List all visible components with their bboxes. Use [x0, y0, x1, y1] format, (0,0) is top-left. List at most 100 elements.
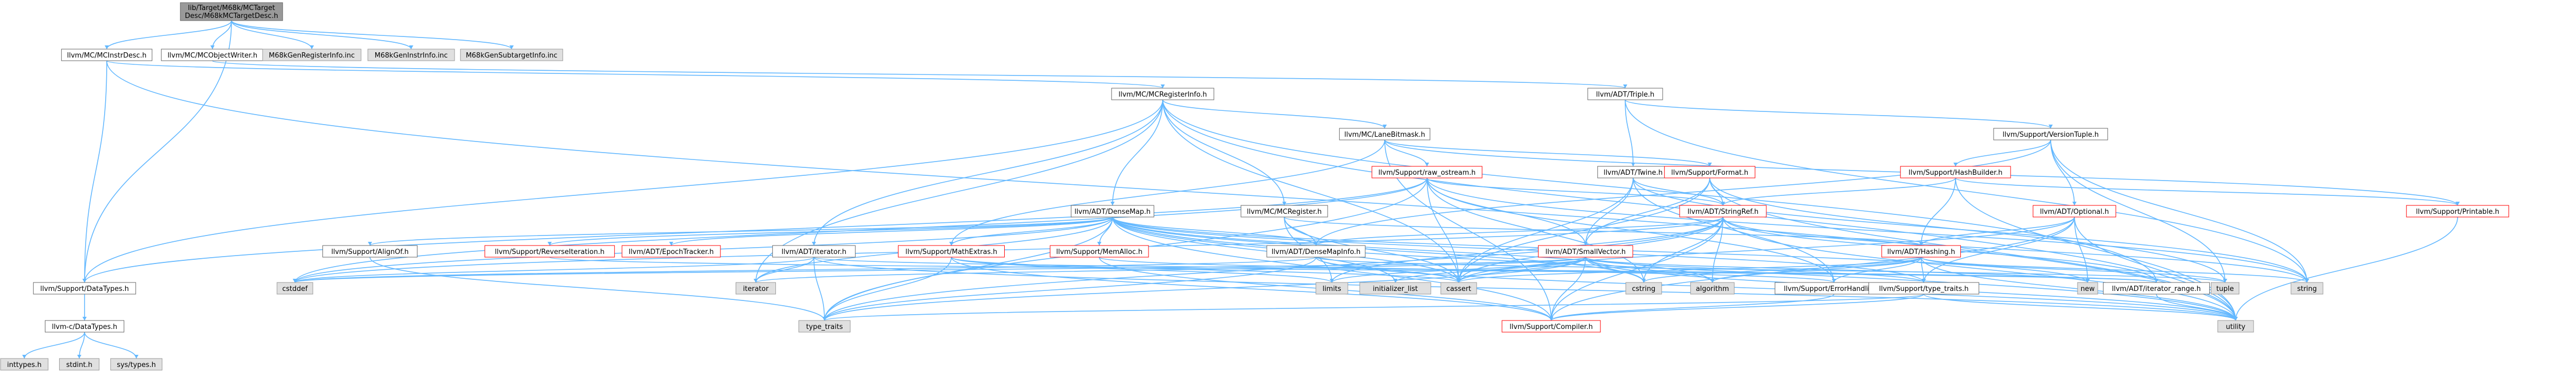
node-label: llvm/MC/MCInstrDesc.h: [67, 52, 147, 60]
node-label: llvm/Support/MathExtras.h: [905, 248, 997, 256]
edge-mcobjectwriter-to-adttriple: [212, 60, 1626, 89]
edge-hashing-to-string: [1921, 257, 2308, 283]
node-memalloc[interactable]: llvm/Support/MemAlloc.h: [1050, 245, 1149, 258]
edge-typetraits-to-compiler: [1551, 294, 1924, 321]
node-rawostream[interactable]: llvm/Support/raw_ostream.h: [1372, 166, 1482, 178]
node-mathextras[interactable]: llvm/Support/MathExtras.h: [898, 245, 1005, 258]
edge-lanebitmask-to-mathextras: [951, 139, 1385, 246]
edge-rawostream-to-datatypes: [84, 177, 1428, 283]
node-type_traits: type_traits: [798, 320, 851, 333]
edge-arrowhead: [409, 45, 413, 49]
node-densemap[interactable]: llvm/ADT/DenseMap.h: [1071, 205, 1154, 218]
node-adttriple[interactable]: llvm/ADT/Triple.h: [1587, 88, 1663, 100]
edge-adttwine-to-stringref: [1633, 177, 1723, 206]
edge-rawostream-to-stringref: [1426, 177, 1723, 206]
node-adtiterator[interactable]: llvm/ADT/iterator.h: [772, 245, 856, 258]
edge-versiontuple-to-string: [2050, 139, 2308, 283]
edge-arrowhead: [1583, 242, 1588, 246]
node-box: [180, 2, 283, 21]
node-label: iterator: [743, 285, 769, 293]
node-label: llvm/Support/type_traits.h: [1879, 285, 1969, 293]
node-string: string: [2291, 282, 2323, 295]
node-mcinstrdesc[interactable]: llvm/MC/MCInstrDesc.h: [61, 49, 153, 61]
edge-stringref-to-cstddef: [294, 216, 1723, 283]
edge-optional-to-new: [2074, 216, 2088, 283]
node-label: utility: [2226, 323, 2246, 331]
node-box: [1372, 166, 1482, 178]
node-epochtracker[interactable]: llvm/ADT/EpochTracker.h: [622, 245, 721, 258]
node-label: llvm/MC/MCRegisterInfo.h: [1118, 91, 1207, 99]
edge-arrowhead: [82, 317, 87, 321]
edge-arrowhead: [1425, 163, 1429, 166]
edge-arrowhead: [22, 355, 26, 359]
edge-arrowhead: [1549, 317, 1553, 321]
node-alignof[interactable]: llvm/Support/AlignOf.h: [322, 245, 418, 258]
node-mcregisterinfo[interactable]: llvm/MC/MCRegisterInfo.h: [1111, 88, 1215, 100]
node-box: [2077, 282, 2098, 295]
node-box: [1538, 245, 1633, 258]
edge-arrowhead: [1631, 163, 1635, 166]
node-label: cstring: [1632, 285, 1655, 293]
edge-densemap-to-cstring: [1112, 216, 1644, 283]
edge-stringref-to-type_traits: [824, 216, 1723, 321]
edge-adtiterator-to-cstddef: [294, 257, 814, 283]
node-datatypes[interactable]: llvm/Support/DataTypes.h: [33, 282, 136, 295]
node-compiler[interactable]: llvm/Support/Compiler.h: [1502, 320, 1601, 333]
node-utility: utility: [2217, 320, 2254, 333]
edge-mcregisterinfo-to-adtiterator: [813, 99, 1163, 246]
node-smallvector[interactable]: llvm/ADT/SmallVector.h: [1538, 245, 1633, 258]
edge-llvmcdatatypes-to-systypes: [84, 332, 137, 359]
edge-mcregisterinfo-to-densemap: [1112, 99, 1163, 206]
edge-densemapinfo-to-cstddef: [294, 257, 1317, 283]
node-densemapinfo[interactable]: llvm/ADT/DenseMapInfo.h: [1266, 245, 1366, 258]
node-format[interactable]: llvm/Support/Format.h: [1664, 166, 1756, 178]
node-box: [1502, 320, 1601, 333]
node-label: algorithm: [1696, 285, 1729, 293]
edge-mcregisterinfo-to-lanebitmask: [1162, 99, 1385, 129]
node-label: llvm/Support/Printable.h: [2416, 208, 2499, 216]
node-mcregister[interactable]: llvm/MC/MCRegister.h: [1240, 205, 1328, 218]
node-optional[interactable]: llvm/ADT/Optional.h: [2033, 205, 2116, 218]
edge-versiontuple-to-optional: [2050, 139, 2075, 206]
edge-arrowhead: [1832, 279, 1836, 282]
edge-arrowhead: [1330, 279, 1334, 282]
node-typetraits[interactable]: llvm/Support/type_traits.h: [1868, 282, 1979, 295]
node-box: [1071, 205, 1154, 218]
node-iteratorrange[interactable]: llvm/ADT/iterator_range.h: [2103, 282, 2210, 295]
node-box: [1111, 88, 1215, 100]
node-errorhandling[interactable]: llvm/Support/ErrorHandling.h: [1774, 282, 1894, 295]
node-hashing[interactable]: llvm/ADT/Hashing.h: [1881, 245, 1961, 258]
node-adttwine[interactable]: llvm/ADT/Twine.h: [1597, 166, 1669, 178]
edge-adttriple-to-versiontuple: [1625, 99, 2051, 129]
edge-hashing-to-cstring: [1643, 257, 1922, 283]
node-reverseiteration[interactable]: llvm/Support/ReverseIteration.h: [484, 245, 615, 258]
node-box: [1440, 282, 1477, 295]
node-label: llvm-c/DataTypes.h: [52, 323, 117, 331]
node-label: llvm/MC/MCRegister.h: [1247, 208, 1322, 216]
node-mcobjectwriter[interactable]: llvm/MC/MCObjectWriter.h: [161, 49, 264, 61]
edge-iteratorrange-to-utility: [2156, 294, 2236, 321]
edge-arrowhead: [949, 242, 953, 246]
node-box: [276, 282, 313, 295]
edge-optional-to-hashing: [1921, 216, 2075, 246]
node-stringref[interactable]: llvm/ADT/StringRef.h: [1679, 205, 1767, 218]
edge-mcregisterinfo-to-iteratorrange: [1162, 99, 2157, 283]
edge-smallvector-to-cstddef: [294, 257, 1586, 283]
node-hashbuilder[interactable]: llvm/Support/HashBuilder.h: [1900, 166, 2011, 178]
edge-adttwine-to-errorhandling: [1633, 177, 1834, 283]
node-label: llvm/ADT/Optional.h: [2040, 208, 2109, 216]
edge-densemapinfo-to-type_traits: [824, 257, 1317, 321]
edge-arrowhead: [822, 317, 827, 321]
node-label: llvm/ADT/DenseMap.h: [1074, 208, 1151, 216]
edge-arrowhead: [1623, 84, 1627, 88]
node-lanebitmask[interactable]: llvm/MC/LaneBitmask.h: [1339, 128, 1431, 140]
node-new: new: [2077, 282, 2098, 295]
edge-smallvector-to-compiler: [1551, 257, 1586, 321]
node-printable[interactable]: llvm/Support/Printable.h: [2406, 205, 2509, 218]
node-root[interactable]: lib/Target/M68k/MCTargetDesc/M68kMCTarge…: [180, 2, 283, 21]
node-box: [2211, 282, 2239, 295]
node-llvmcdatatypes[interactable]: llvm-c/DataTypes.h: [44, 320, 125, 333]
edge-mcinstrdesc-to-mcregisterinfo: [106, 60, 1163, 89]
node-versiontuple[interactable]: llvm/Support/VersionTuple.h: [1993, 128, 2108, 140]
